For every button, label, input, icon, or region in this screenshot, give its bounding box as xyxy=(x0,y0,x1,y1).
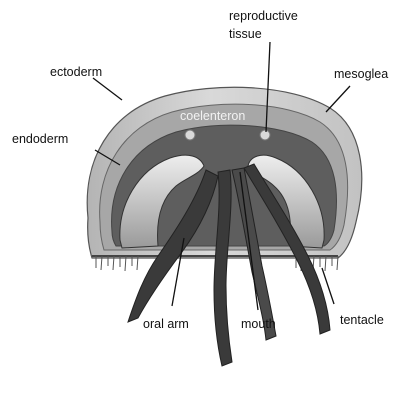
oral-arm-label: oral arm xyxy=(143,317,189,331)
coelenteron-label: coelenteron xyxy=(180,109,245,123)
endoderm-label: endoderm xyxy=(12,132,68,146)
reproductive-tissue-left xyxy=(185,130,195,140)
reproductive-tissue-label-line1: reproductive xyxy=(229,9,298,23)
mesoglea-label: mesoglea xyxy=(334,67,388,81)
tentacle-label: tentacle xyxy=(340,313,384,327)
reproductive-tissue-label-line2: tissue xyxy=(229,27,262,41)
reproductive-tissue-right xyxy=(260,130,270,140)
ectoderm-label: ectoderm xyxy=(50,65,102,79)
mouth-label: mouth xyxy=(241,317,276,331)
